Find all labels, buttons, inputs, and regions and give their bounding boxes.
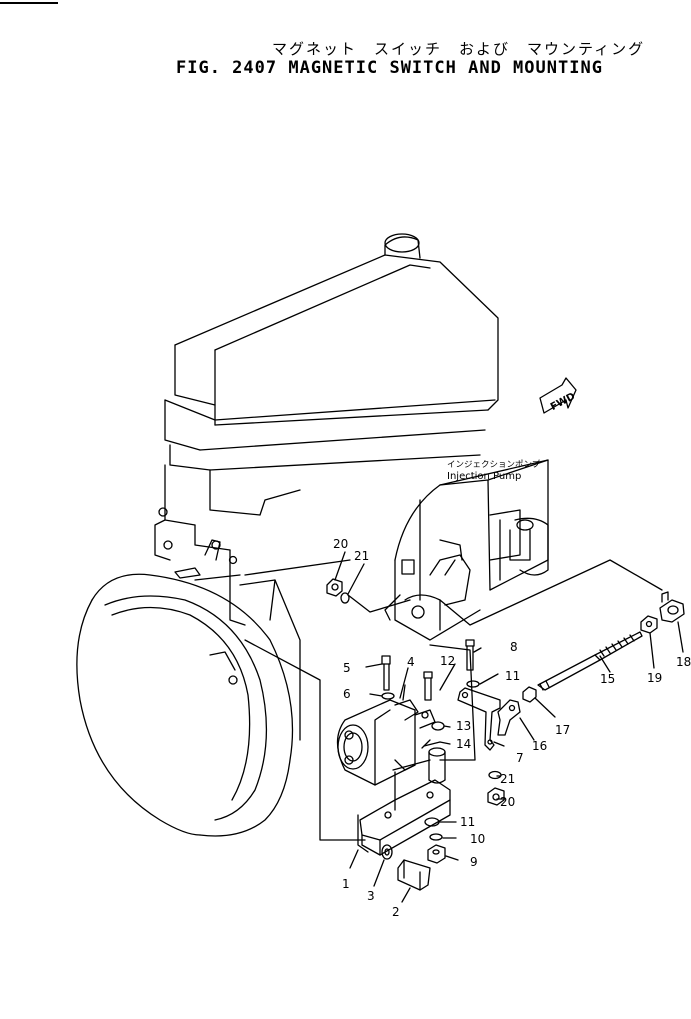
nut-part-20-lower [487,787,505,806]
leader-lines [244,559,663,841]
callout-4: 4 [407,655,415,669]
bolt-part-5 [381,655,391,691]
callout-15: 15 [600,672,615,686]
bolt-part-12 [423,671,433,701]
pump-label-japanese: インジェクションポンプ [447,460,541,470]
nut-part-19 [640,615,658,634]
callout-7: 7 [516,751,524,765]
fwd-label: FWD [549,391,577,413]
bolt-part-8 [465,639,475,671]
callout-12: 12 [440,654,455,668]
callout-21-upper: 21 [354,549,369,563]
callout-14: 14 [456,737,471,751]
joint-part-18 [659,591,685,623]
engine-valve-cover [164,233,499,471]
callout-17: 17 [555,723,570,737]
callout-2: 2 [392,905,400,919]
injection-pump [384,459,549,641]
callout-5: 5 [343,661,351,675]
engine-block [154,464,351,626]
callout-10: 10 [470,832,485,846]
fwd-arrow [539,377,577,414]
pump-label: Injection Pump [447,471,521,482]
washer-part-10 [429,833,443,841]
washer-part-21-lower [488,770,502,780]
washer-part-6 [381,692,395,700]
mounting-bracket-part-1 [357,759,451,856]
callout-13: 13 [456,719,471,733]
callout-9: 9 [470,855,478,869]
callout-16: 16 [532,739,547,753]
washer-part-11-upper [466,680,480,688]
washer-part-11-lower [424,817,440,827]
callout-18: 18 [676,655,691,669]
figure-title: FIG. 2407 MAGNETIC SWITCH AND MOUNTING [176,58,603,78]
callout-leaders [334,551,684,903]
washer-part-21-upper [340,592,350,604]
joint-part-16 [497,699,521,736]
callout-21-lower: 21 [500,772,515,786]
flywheel-housing [76,573,301,837]
callout-20-lower: 20 [500,795,515,809]
title-japanese: マグネット スイッチ および マウンティング [272,40,646,58]
bolt-part-2 [397,859,431,891]
callout-19: 19 [647,671,662,685]
callout-8: 8 [510,640,518,654]
lever-part-7 [457,687,501,751]
callout-11-lower: 11 [460,815,475,829]
callout-6: 6 [343,687,351,701]
pin-part-14 [421,739,441,749]
washer-part-13 [431,721,445,731]
rod-part-15 [537,631,643,691]
corner-rule [0,2,58,4]
callout-20-upper: 20 [333,537,348,551]
nut-part-17 [522,686,537,703]
callout-3: 3 [367,889,375,903]
callout-11-upper: 11 [505,669,520,683]
spacer-on-bracket [428,747,446,784]
nut-part-20-upper [326,578,343,597]
nut-part-9 [427,844,446,864]
callout-1: 1 [342,877,350,891]
magnetic-switch-part-4 [336,684,436,786]
washer-part-3 [381,844,393,860]
